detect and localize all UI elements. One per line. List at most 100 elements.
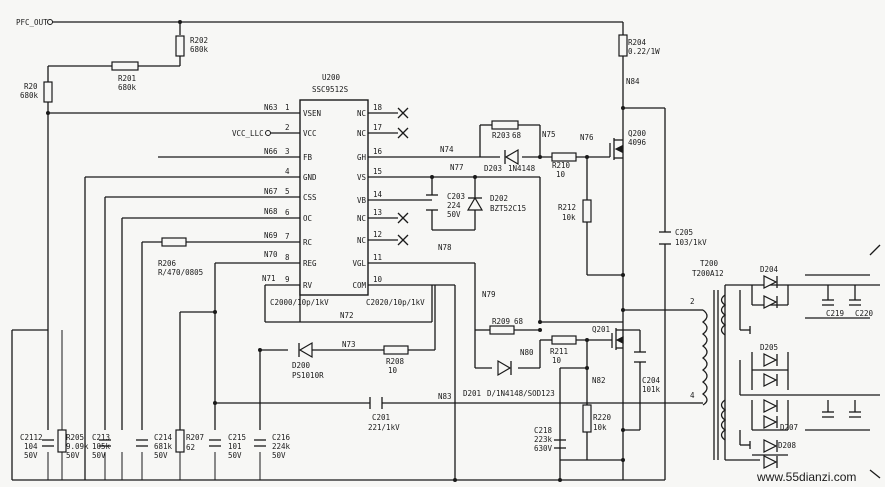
ic-pin-number: 16 xyxy=(373,147,383,156)
svg-text:R212: R212 xyxy=(558,203,576,212)
svg-text:10k: 10k xyxy=(593,423,607,432)
svg-text:Q201: Q201 xyxy=(592,325,610,334)
svg-text:C204: C204 xyxy=(642,376,661,385)
svg-text:C219: C219 xyxy=(826,309,844,318)
svg-text:N73: N73 xyxy=(342,340,356,349)
svg-text:224: 224 xyxy=(447,201,461,210)
svg-text:N74: N74 xyxy=(440,145,454,154)
resistor-r206: R206 R/470/0805 xyxy=(158,237,203,277)
capacitor-out-lower xyxy=(822,411,861,418)
svg-text:C2112: C2112 xyxy=(20,433,43,442)
svg-text:D200: D200 xyxy=(292,361,311,370)
capacitor-c2020: C2020/10p/1kV xyxy=(366,298,425,307)
capacitor-c2112: C2112 104 50V xyxy=(20,433,54,460)
svg-text:N75: N75 xyxy=(542,130,556,139)
svg-text:R209: R209 xyxy=(492,317,510,326)
svg-text:C220: C220 xyxy=(855,309,874,318)
ic-pin-name: NC xyxy=(357,109,366,118)
ic-pin-name: VCC xyxy=(303,129,317,138)
diode-d208: D208 xyxy=(763,439,797,469)
ic-pin-name: RC xyxy=(303,238,312,247)
mosfet-q201: Q201 xyxy=(592,325,624,350)
resistor-r201: R201 680k xyxy=(111,61,139,92)
svg-text:681k: 681k xyxy=(154,442,173,451)
ic-pin-name: CSS xyxy=(303,193,317,202)
diode-d200: D200 PS1010R xyxy=(292,341,324,380)
svg-text:N67: N67 xyxy=(264,187,278,196)
ic-pin-number: 2 xyxy=(285,123,290,132)
svg-text:101k: 101k xyxy=(642,385,661,394)
resistor-r212: R212 10k xyxy=(558,199,592,223)
svg-text:C215: C215 xyxy=(228,433,246,442)
ic-pin-number: 10 xyxy=(373,275,383,284)
svg-text:221/1kV: 221/1kV xyxy=(368,423,400,432)
svg-text:R201: R201 xyxy=(118,74,136,83)
nc-marks xyxy=(397,107,409,246)
diode-d205: D205 xyxy=(760,343,778,387)
pfc-out-terminal: PFC_OUT xyxy=(16,18,53,27)
mosfet-q200: Q200 4096 xyxy=(609,129,647,160)
svg-text:1N4148: 1N4148 xyxy=(508,164,536,173)
ic-pin-name: VS xyxy=(357,173,367,182)
svg-text:C2000/10p/1kV: C2000/10p/1kV xyxy=(270,298,329,307)
svg-text:C214: C214 xyxy=(154,433,173,442)
svg-text:C213: C213 xyxy=(92,433,110,442)
svg-text:N83: N83 xyxy=(438,392,452,401)
ic-pin-name: RV xyxy=(303,281,313,290)
svg-text:50V: 50V xyxy=(272,451,286,460)
svg-text:N82: N82 xyxy=(592,376,606,385)
ic-pin-number: 5 xyxy=(285,187,290,196)
ic-pin-number: 17 xyxy=(373,123,382,132)
resistor-r208: R208 10 xyxy=(383,345,409,375)
svg-text:R210: R210 xyxy=(552,161,571,170)
svg-text:9.09k: 9.09k xyxy=(66,442,89,451)
diode-d201: D201 D/1N4148/SOD123 xyxy=(463,359,555,398)
transformer-t200: T200 T200A12 2 4 xyxy=(690,259,727,460)
svg-text:50V: 50V xyxy=(92,451,106,460)
ic-pin-number: 9 xyxy=(285,275,290,284)
resistor-r203: R203 68 xyxy=(491,120,522,140)
capacitor-c219: C219 xyxy=(822,299,844,318)
svg-text:R211: R211 xyxy=(550,347,568,356)
svg-text:101: 101 xyxy=(228,442,242,451)
svg-text:C205: C205 xyxy=(675,228,693,237)
svg-text:50V: 50V xyxy=(228,451,242,460)
ic-pin-number: 4 xyxy=(285,167,290,176)
svg-text:N68: N68 xyxy=(264,207,278,216)
ic-pin-number: 11 xyxy=(373,253,382,262)
svg-text:N69: N69 xyxy=(264,231,278,240)
capacitor-c216: C216 224k 50V xyxy=(254,433,291,460)
ic-pin-name: VB xyxy=(357,196,367,205)
resistor-r205: R205 9.09k 50V xyxy=(57,330,89,480)
svg-text:10k: 10k xyxy=(562,213,576,222)
svg-text:104: 104 xyxy=(24,442,38,451)
svg-text:C216: C216 xyxy=(272,433,291,442)
net-labels: N63 N66 N67 N68 N69 N70 N71 N72 N73 N74 … xyxy=(262,77,640,401)
ic-pin-name: GH xyxy=(357,153,367,162)
svg-text:50V: 50V xyxy=(447,210,461,219)
ic-pin-name: VSEN xyxy=(303,109,321,118)
ic-part: SSC9512S xyxy=(312,85,349,94)
svg-text:Q200: Q200 xyxy=(628,129,647,138)
svg-text:R205: R205 xyxy=(66,433,84,442)
svg-text:N84: N84 xyxy=(626,77,640,86)
capacitor-c204: C204 101k xyxy=(634,351,661,394)
watermark: www.55dianzi.com xyxy=(756,470,856,484)
ic-pin-number: 15 xyxy=(373,167,382,176)
ic-pin-number: 1 xyxy=(285,103,290,112)
svg-text:R204: R204 xyxy=(628,38,647,47)
ic-pin-number: 6 xyxy=(285,208,290,217)
svg-text:BZT52C15: BZT52C15 xyxy=(490,204,526,213)
capacitor-c205: C205 103/1kV xyxy=(659,228,707,247)
svg-text:68: 68 xyxy=(512,131,522,140)
svg-text:R208: R208 xyxy=(386,357,405,366)
svg-text:T200A12: T200A12 xyxy=(692,269,724,278)
vcc-llc-label: VCC_LLC xyxy=(232,129,264,138)
svg-text:105k: 105k xyxy=(92,442,111,451)
svg-text:C203: C203 xyxy=(447,192,465,201)
svg-text:10: 10 xyxy=(552,356,562,365)
svg-text:C218: C218 xyxy=(534,426,553,435)
ic-pin-name: VGL xyxy=(352,259,366,268)
